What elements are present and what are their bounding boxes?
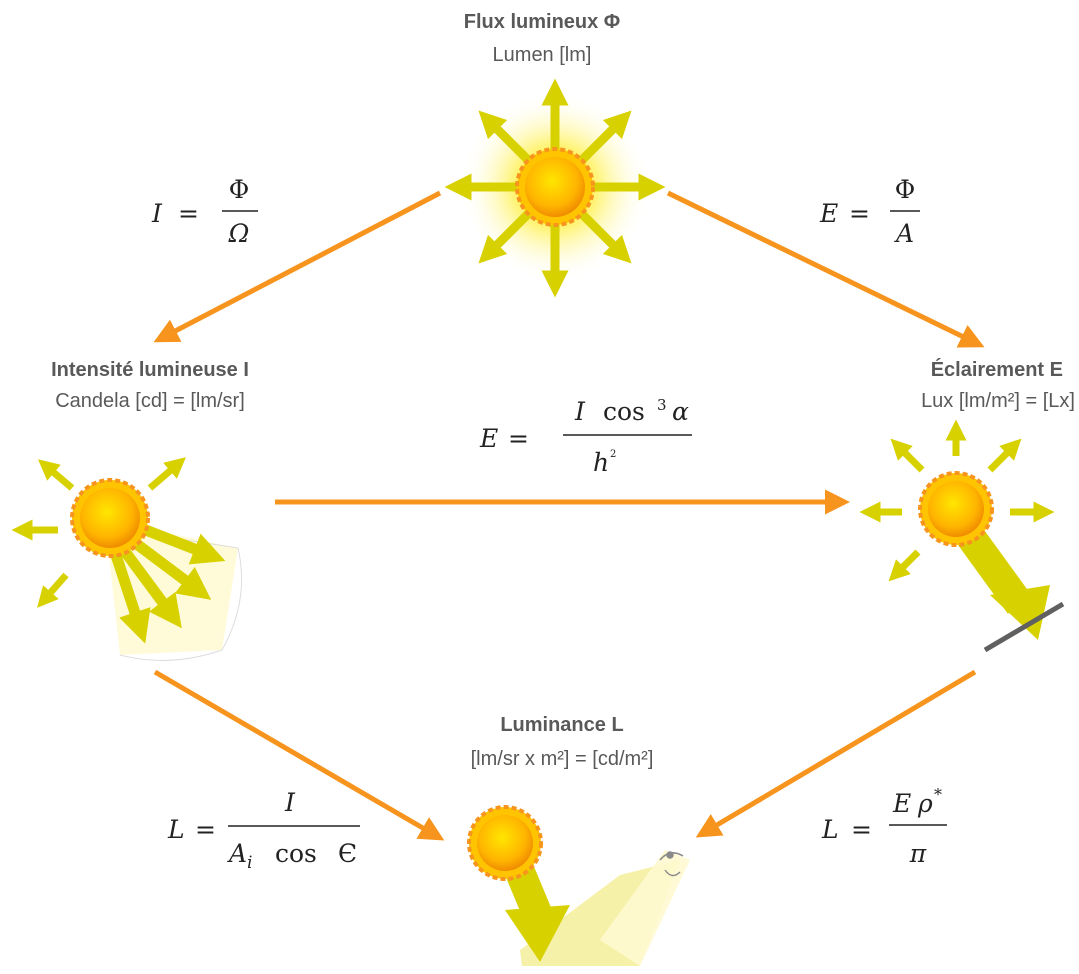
- illuminance-unit: Lux [lm/m²] = [Lx]: [921, 390, 1075, 412]
- formula-li-eq: =: [195, 815, 216, 844]
- arrow-illuminance-to-luminance: [695, 669, 977, 838]
- formula-li-den-b: cos: [275, 839, 317, 868]
- formula-luminance-from-illuminance: L = E ρ * π: [821, 785, 947, 868]
- formula-le-eq: =: [851, 815, 872, 844]
- arrow-flux-to-intensity: [153, 190, 442, 343]
- formula-li-den-sub: i: [247, 853, 252, 873]
- arrow-flux-to-illuminance: [666, 190, 985, 348]
- arrow-intensity-to-luminance: [153, 669, 445, 841]
- formula-illuminance-num: Φ: [895, 175, 916, 204]
- luminance-unit: [lm/sr x m²] = [cd/m²]: [471, 748, 654, 770]
- formula-le-lhs: L: [821, 815, 839, 844]
- formula-le-num-b: ρ: [917, 789, 933, 818]
- formula-li-den-c: Є: [338, 839, 357, 868]
- illuminance-title: Éclairement E: [931, 358, 1063, 381]
- formula-intensity: I = Φ Ω: [151, 175, 258, 248]
- formula-illuminance: E = Φ A: [819, 175, 920, 248]
- formula-li-den-a: A: [227, 839, 247, 868]
- intensity-unit: Candela [cd] = [lm/sr]: [55, 390, 245, 412]
- flux-unit: Lumen [lm]: [493, 44, 592, 66]
- formula-luminance-from-intensity: L = I A i cos Є: [167, 788, 360, 873]
- surface-line: [983, 601, 1065, 653]
- formula-illuminance-eq: =: [849, 199, 870, 228]
- sun-reflected-eye-icon: [467, 805, 690, 966]
- sun-on-surface-icon: [859, 419, 1065, 653]
- sun-rays-all-directions-icon: [444, 78, 666, 298]
- formula-intensity-eq: =: [178, 199, 199, 228]
- formula-le-num-a: E: [892, 789, 911, 818]
- flux-title: Flux lumineux Φ: [464, 11, 620, 33]
- formula-le-num-sup: *: [934, 785, 942, 804]
- formula-ii-den-exp: 2: [610, 449, 616, 460]
- formula-illuminance-lhs: E: [819, 199, 838, 228]
- formula-le-den: π: [909, 839, 927, 868]
- eye-icon: [659, 851, 684, 877]
- formula-intensity-lhs: I: [151, 199, 163, 228]
- formula-intensity-num: Φ: [229, 175, 250, 204]
- intensity-title: Intensité lumineuse I: [51, 359, 249, 381]
- formula-intensity-illuminance: E = I cos 3 α h 2: [479, 396, 692, 477]
- formula-ii-num-exp: 3: [657, 396, 667, 414]
- formula-ii-den: h: [593, 448, 609, 477]
- sun-cone-icon: [11, 457, 243, 661]
- formula-ii-eq: =: [508, 424, 529, 453]
- formula-li-lhs: L: [167, 815, 185, 844]
- formula-ii-num-a: I: [574, 397, 586, 426]
- formula-illuminance-den: A: [894, 219, 914, 248]
- formula-intensity-den: Ω: [228, 219, 250, 248]
- formula-li-num: I: [284, 788, 296, 817]
- formula-ii-num-b: cos: [603, 397, 645, 426]
- formula-ii-num-c: α: [672, 397, 689, 426]
- formula-ii-lhs: E: [479, 424, 498, 453]
- luminance-title: Luminance L: [500, 714, 623, 736]
